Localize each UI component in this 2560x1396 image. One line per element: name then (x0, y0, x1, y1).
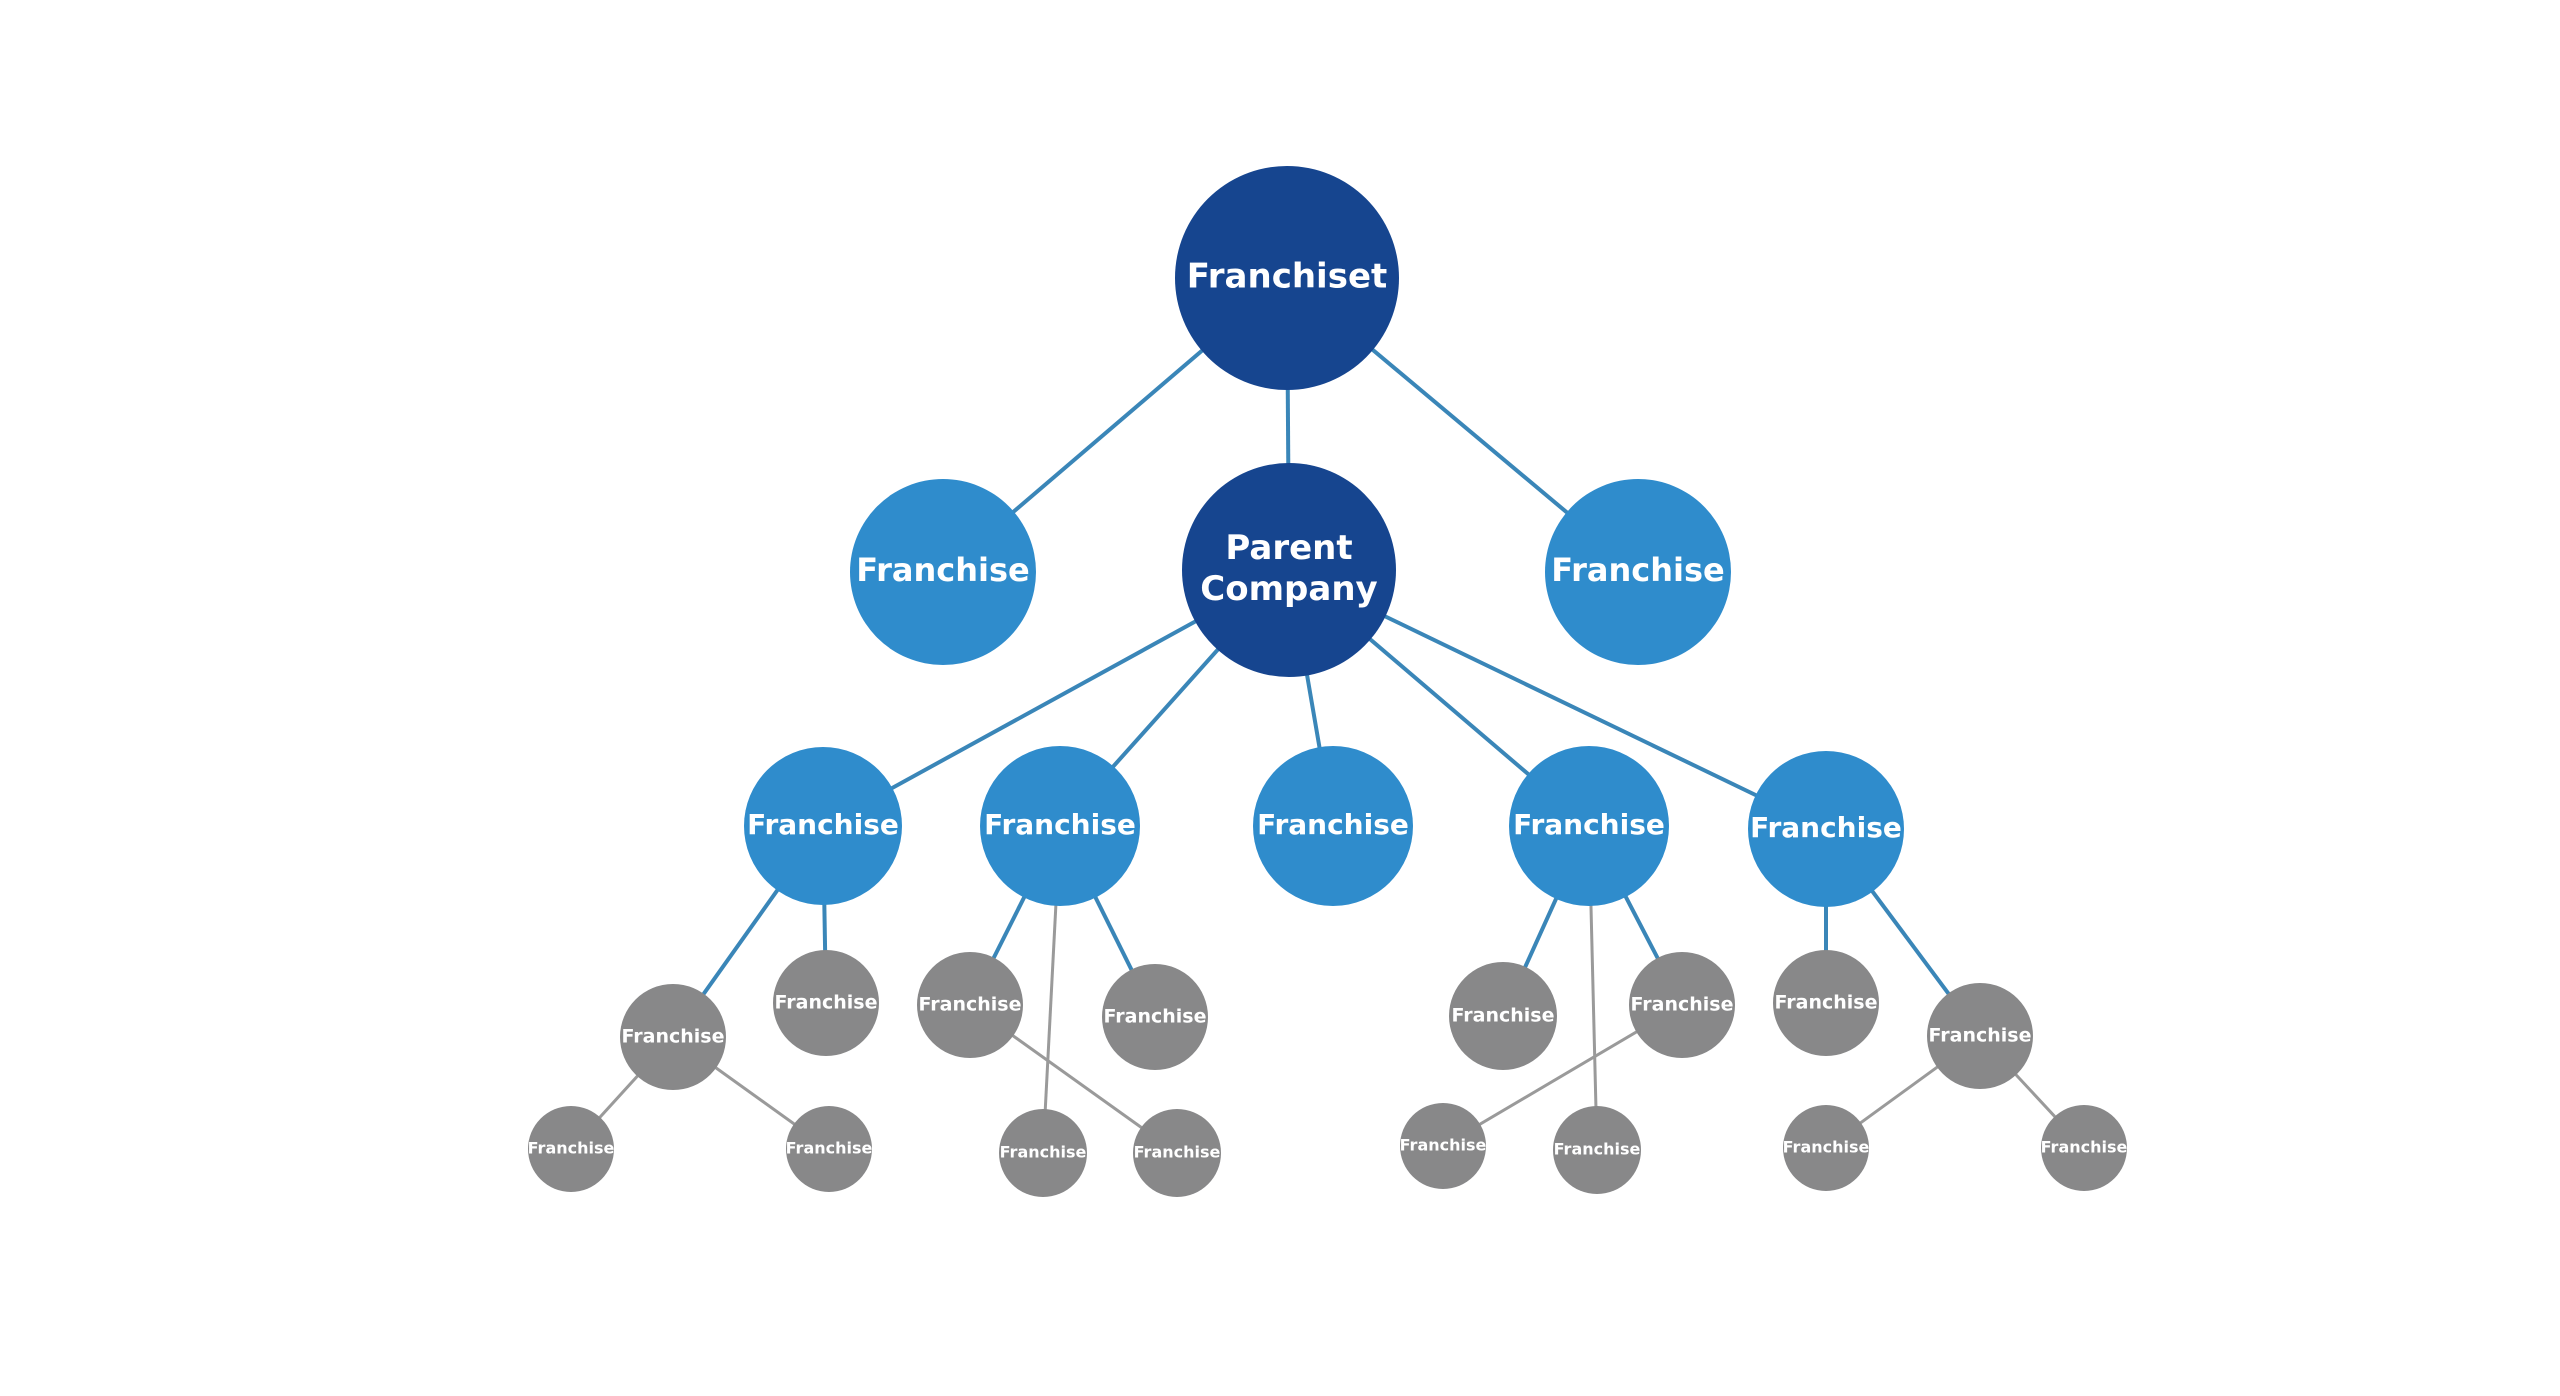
node-circle-parent (1182, 463, 1396, 677)
node-g2: Franchise (773, 950, 879, 1056)
node-circle-g8 (1133, 1109, 1221, 1197)
node-g7: Franchise (999, 1109, 1087, 1197)
node-g3: Franchise (528, 1106, 615, 1192)
node-g8: Franchise (1133, 1109, 1221, 1197)
node-g5: Franchise (917, 952, 1023, 1058)
node-g10: Franchise (1629, 952, 1735, 1058)
node-circle-g2 (773, 950, 879, 1056)
node-circle-b3 (1253, 746, 1413, 906)
node-label-b2: Franchise (984, 808, 1136, 841)
node-label-side-left: Franchise (856, 551, 1029, 589)
node-label-g12: Franchise (1554, 1140, 1641, 1159)
node-circle-g9 (1449, 962, 1557, 1070)
node-circle-g4 (786, 1106, 872, 1192)
node-label-b3: Franchise (1257, 808, 1409, 841)
node-circle-g14 (1927, 983, 2033, 1089)
node-g14: Franchise (1927, 983, 2033, 1089)
node-b4: Franchise (1509, 746, 1669, 906)
node-label-g11: Franchise (1400, 1136, 1487, 1155)
node-label-g5: Franchise (919, 994, 1022, 1016)
node-label-g13: Franchise (1775, 992, 1878, 1014)
node-circle-b4 (1509, 746, 1669, 906)
node-label-root: Franchiset (1187, 257, 1388, 297)
node-label-side-right: Franchise (1551, 551, 1724, 589)
node-root: Franchiset (1175, 166, 1399, 390)
node-label-g7: Franchise (1000, 1143, 1087, 1162)
node-g12: Franchise (1553, 1106, 1641, 1194)
node-circle-g12 (1553, 1106, 1641, 1194)
node-label-parent-line2: Company (1200, 569, 1377, 609)
node-circle-g10 (1629, 952, 1735, 1058)
node-circle-g11 (1400, 1103, 1486, 1189)
node-circle-b1 (744, 747, 902, 905)
node-circle-g1 (620, 984, 726, 1090)
node-label-g15: Franchise (1783, 1138, 1870, 1157)
node-circle-b5 (1748, 751, 1904, 907)
node-g4: Franchise (786, 1106, 873, 1192)
node-g13: Franchise (1773, 950, 1879, 1056)
node-label-g4: Franchise (786, 1139, 873, 1158)
node-side-left: Franchise (850, 479, 1036, 665)
node-circle-side-left (850, 479, 1036, 665)
node-label-b4: Franchise (1513, 808, 1665, 841)
node-g1: Franchise (620, 984, 726, 1090)
node-label-g10: Franchise (1631, 994, 1734, 1016)
node-label-g1: Franchise (622, 1026, 725, 1048)
node-label-g6: Franchise (1104, 1006, 1207, 1028)
node-g9: Franchise (1449, 962, 1557, 1070)
node-circle-g16 (2041, 1105, 2127, 1191)
node-label-g3: Franchise (528, 1139, 615, 1158)
node-circle-side-right (1545, 479, 1731, 665)
node-side-right: Franchise (1545, 479, 1731, 665)
node-label-g9: Franchise (1452, 1005, 1555, 1027)
node-circle-root (1175, 166, 1399, 390)
node-label-b5: Franchise (1750, 811, 1902, 844)
node-g11: Franchise (1400, 1103, 1487, 1189)
node-b3: Franchise (1253, 746, 1413, 906)
node-circle-b2 (980, 746, 1140, 906)
node-label-g8: Franchise (1134, 1143, 1221, 1162)
node-circle-g5 (917, 952, 1023, 1058)
node-g16: Franchise (2041, 1105, 2128, 1191)
node-circle-g13 (1773, 950, 1879, 1056)
node-circle-g6 (1102, 964, 1208, 1070)
node-label-parent-line1: Parent (1225, 528, 1352, 568)
node-b2: Franchise (980, 746, 1140, 906)
node-circle-g7 (999, 1109, 1087, 1197)
node-label-b1: Franchise (747, 808, 899, 841)
node-g6: Franchise (1102, 964, 1208, 1070)
node-circle-g3 (528, 1106, 614, 1192)
node-label-g2: Franchise (775, 992, 878, 1014)
node-g15: Franchise (1783, 1105, 1870, 1191)
node-b5: Franchise (1748, 751, 1904, 907)
node-b1: Franchise (744, 747, 902, 905)
node-label-g16: Franchise (2041, 1138, 2128, 1157)
node-label-g14: Franchise (1929, 1025, 2032, 1047)
node-circle-g15 (1783, 1105, 1869, 1191)
